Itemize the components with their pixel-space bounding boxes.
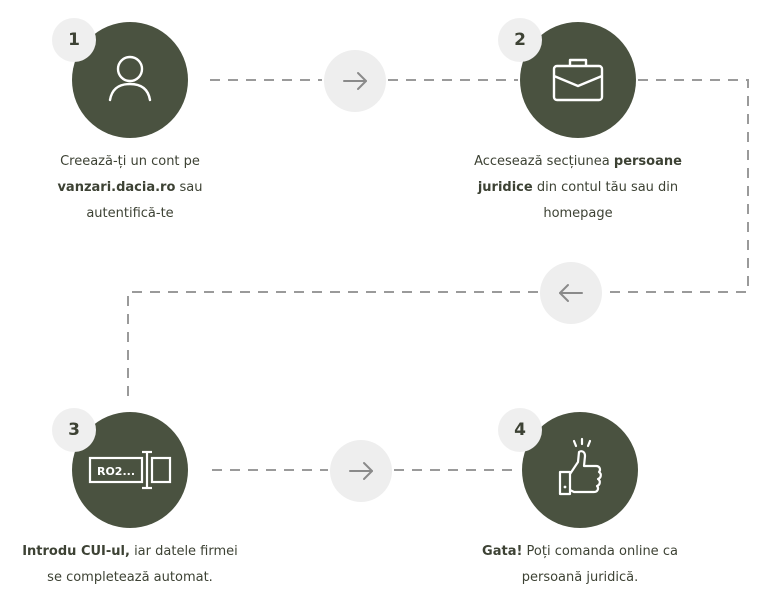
arrow-next-1 xyxy=(324,50,386,112)
dacia-link-text: vanzari.dacia.ro xyxy=(57,180,176,195)
step-3-number: 3 xyxy=(52,408,96,452)
cui-input-icon: RO2... xyxy=(88,450,172,490)
arrow-left-icon xyxy=(559,284,583,302)
arrow-next-2 xyxy=(330,440,392,502)
step-3-caption: Introdu CUI-ul, iar datele firmei se com… xyxy=(22,544,238,585)
cui-placeholder-text: RO2... xyxy=(97,465,135,478)
step-1-caption: Creează-ți un cont pe vanzari.dacia.ro s… xyxy=(57,154,203,221)
step-2-number: 2 xyxy=(498,18,542,62)
step-4-number: 4 xyxy=(498,408,542,452)
step-4-caption: Gata! Poți comanda online ca persoană ju… xyxy=(482,544,678,585)
briefcase-icon xyxy=(552,58,604,102)
arrow-back xyxy=(540,262,602,324)
user-icon xyxy=(108,55,152,102)
step-2-circle xyxy=(520,22,636,138)
step-1-number: 1 xyxy=(52,18,96,62)
thumbs-up-icon xyxy=(558,437,602,496)
step-2-caption: Accesează secțiunea persoane juridice di… xyxy=(474,154,682,221)
arrow-right-icon xyxy=(343,72,367,90)
arrow-right-icon xyxy=(349,462,373,480)
